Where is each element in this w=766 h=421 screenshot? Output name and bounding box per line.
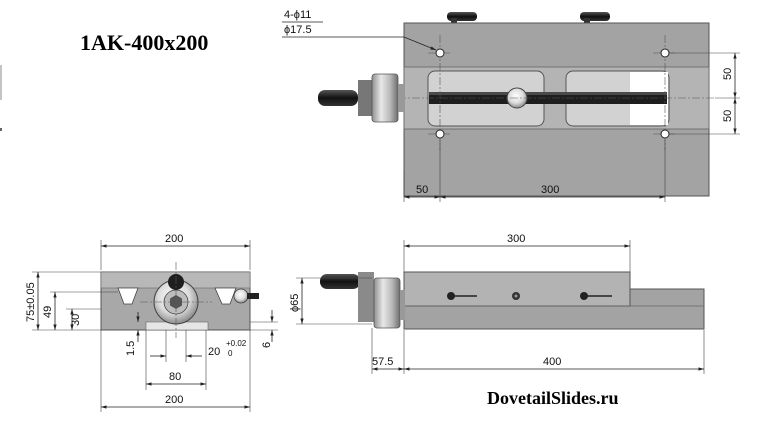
dim-end-step: 1.5 [125,341,137,356]
mounting-holes [435,48,670,139]
dim-side-handwheel-diameter: ϕ65 [289,294,301,312]
dim-end-height-slot: 30 [70,314,82,326]
dim-lower-half: 50 [722,110,734,122]
dim-end-height-dovetail: 49 [42,306,54,318]
dim-left-offset: 50 [416,184,428,196]
slot-tol-lower: 0 [228,349,233,358]
dim-side-top-length: 300 [507,233,525,245]
dim-end-base-width: 80 [169,371,181,383]
side-clamp-icon [447,292,612,300]
top-view: 4-ϕ11 ϕ17.5 50 300 50 50 [282,9,740,202]
dim-upper-half: 50 [722,68,734,80]
clamp-lever-icon [447,12,610,25]
slot-tol-upper: +0.02 [226,339,247,348]
dim-end-slot-width: 20 [208,346,220,358]
dim-end-height-total: 75±0.05 [25,282,37,322]
drawing-title: 1AK-400x200 [80,30,209,55]
end-view: 200 75±0.05 49 30 [25,233,278,412]
dim-end-width-top: 200 [165,233,183,245]
website-label: DovetailSlides.ru [487,388,619,408]
handwheel-top-icon [318,73,405,123]
handwheel-side-icon [320,272,405,329]
dim-side-handwheel-offset: 57.5 [372,356,393,368]
dim-end-slot-depth: 6 [261,342,273,348]
side-view: 300 ϕ65 57.5 [289,233,705,374]
dim-side-base-length: 400 [543,356,561,368]
side-table [403,271,631,307]
hole-count-label: 4-ϕ11 [284,9,311,21]
lock-screw-icon [233,288,259,304]
hole-counterbore-label: ϕ17.5 [284,24,312,36]
dim-end-width-bottom: 200 [165,394,183,406]
dim-hole-spacing: 300 [541,184,559,196]
